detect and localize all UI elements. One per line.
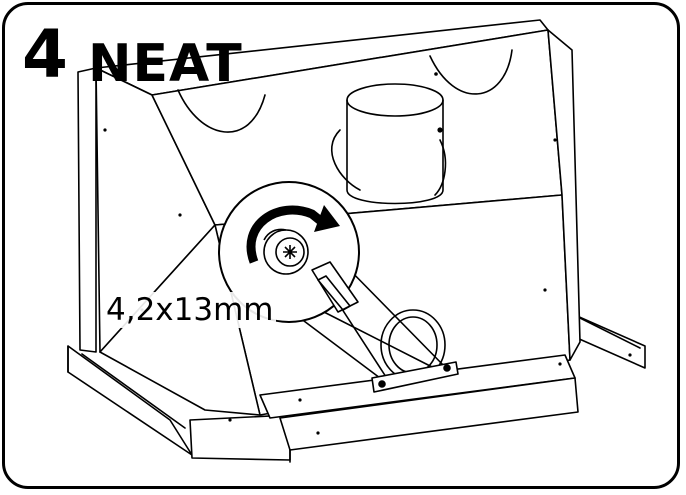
step-number: 4 <box>22 16 68 93</box>
screw-icon <box>263 228 309 275</box>
bottom-frame <box>67 311 646 461</box>
rotation-arrow-icon <box>246 205 340 264</box>
step-title: NEAT <box>88 34 243 94</box>
top-vents <box>177 49 513 133</box>
mounting-bracket <box>371 361 459 393</box>
screw-spec-label: 4,2x13mm <box>104 292 276 328</box>
screwdriver-icon <box>311 261 359 313</box>
duct-collar <box>330 83 447 205</box>
